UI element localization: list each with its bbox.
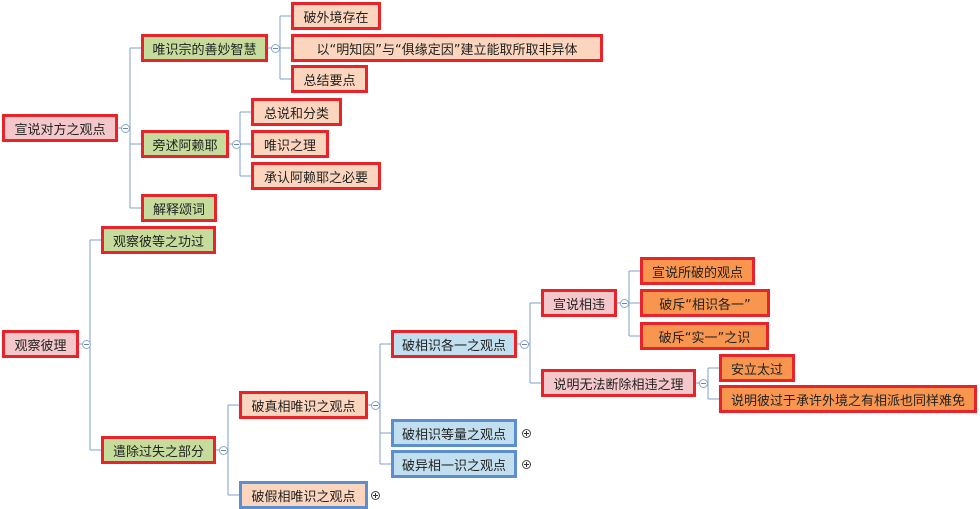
node-refute-each-one[interactable]: 破斥“相识各一”: [640, 289, 770, 317]
node-same-fault-explained[interactable]: 说明彼过于承许外境之有相派也同样难免: [719, 385, 977, 413]
node-verse[interactable]: 解释颂词: [141, 194, 217, 222]
collapse-icon[interactable]: [520, 340, 529, 349]
node-mind-only-reason[interactable]: 唯识之理: [251, 130, 329, 158]
expand-icon[interactable]: [522, 460, 531, 469]
node-wisdom[interactable]: 唯识宗的善妙智慧: [141, 34, 268, 62]
expand-icon[interactable]: [522, 429, 531, 438]
collapse-icon[interactable]: [271, 44, 280, 53]
node-root-examine[interactable]: 观察彼理: [2, 330, 79, 358]
collapse-icon[interactable]: [699, 379, 708, 388]
expand-icon[interactable]: [371, 491, 380, 500]
node-merits-faults[interactable]: 观察彼等之功过: [101, 226, 216, 254]
node-refute-single-consciousness[interactable]: 破斥“实一”之识: [640, 322, 769, 350]
node-refute-many-to-one[interactable]: 破异相一识之观点: [391, 450, 517, 478]
node-refute-equal-number[interactable]: 破相识等量之观点: [391, 419, 517, 447]
node-alaya-necessity[interactable]: 承认阿赖耶之必要: [251, 162, 381, 190]
node-refute-one-to-one[interactable]: 破相识各一之观点: [391, 330, 517, 358]
collapse-icon[interactable]: [232, 140, 241, 149]
node-establish-non-difference[interactable]: 以“明知因”与“俱缘定因”建立能取所取非异体: [291, 34, 603, 62]
node-establish-excess[interactable]: 安立太过: [719, 354, 795, 382]
node-view-to-refute[interactable]: 宣说所破的观点: [640, 257, 755, 285]
node-root-present-view[interactable]: 宣说对方之观点: [2, 114, 118, 142]
collapse-icon[interactable]: [620, 299, 629, 308]
collapse-icon[interactable]: [219, 446, 228, 455]
node-refute-false-aspect[interactable]: 破假相唯识之观点: [239, 481, 368, 509]
collapse-icon[interactable]: [121, 124, 130, 133]
collapse-icon[interactable]: [371, 401, 380, 410]
node-alaya[interactable]: 旁述阿赖耶: [141, 130, 229, 158]
node-summary[interactable]: 总结要点: [291, 65, 368, 93]
node-contradiction[interactable]: 宣说相违: [541, 289, 617, 317]
node-refute-true-aspect[interactable]: 破真相唯识之观点: [239, 391, 368, 419]
node-refute-external[interactable]: 破外境存在: [291, 2, 381, 30]
node-remove-faults[interactable]: 遣除过失之部分: [101, 436, 216, 464]
collapse-icon[interactable]: [82, 340, 91, 349]
node-overview[interactable]: 总说和分类: [251, 98, 342, 126]
node-cannot-remove[interactable]: 说明无法断除相违之理: [541, 369, 696, 397]
